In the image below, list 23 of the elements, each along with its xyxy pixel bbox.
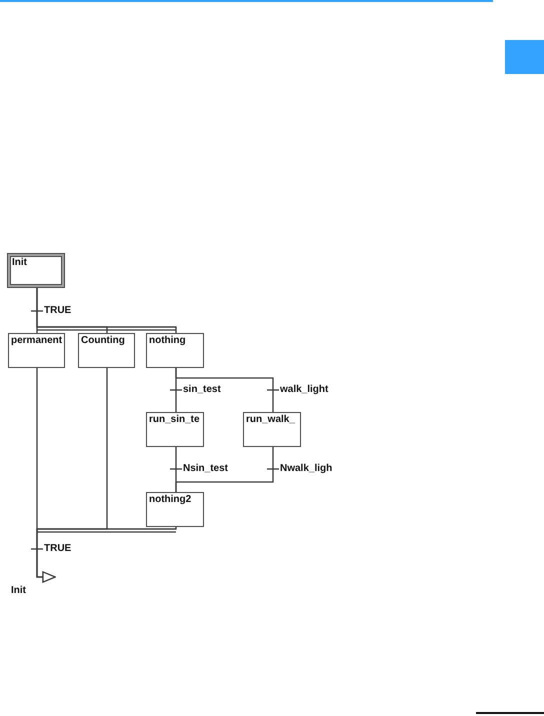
step-box [8, 333, 65, 368]
step-name: permanent [11, 335, 62, 347]
transition-label: Nsin_test [183, 463, 228, 475]
connector-line [36, 288, 177, 333]
jump-target-label: Init [11, 585, 26, 597]
step-box [243, 412, 301, 447]
step-box [146, 412, 204, 447]
step-box [78, 333, 135, 368]
transition-label: sin_test [183, 384, 221, 396]
transition-label: walk_light [280, 384, 328, 396]
transition-label: Nwalk_ligh [280, 463, 332, 475]
step-box [146, 333, 204, 368]
step-name: Init [12, 257, 27, 269]
step-name: run_sin_te [149, 414, 200, 426]
arrow [36, 526, 177, 583]
step-name: nothing [149, 335, 186, 347]
connector-line [175, 368, 274, 412]
step-name: run_walk_ [246, 414, 295, 426]
step-box [146, 492, 204, 527]
step-name: nothing2 [149, 494, 192, 506]
initial-step-box [7, 253, 65, 288]
step-name: Counting [81, 335, 125, 347]
connector-line [175, 447, 274, 492]
